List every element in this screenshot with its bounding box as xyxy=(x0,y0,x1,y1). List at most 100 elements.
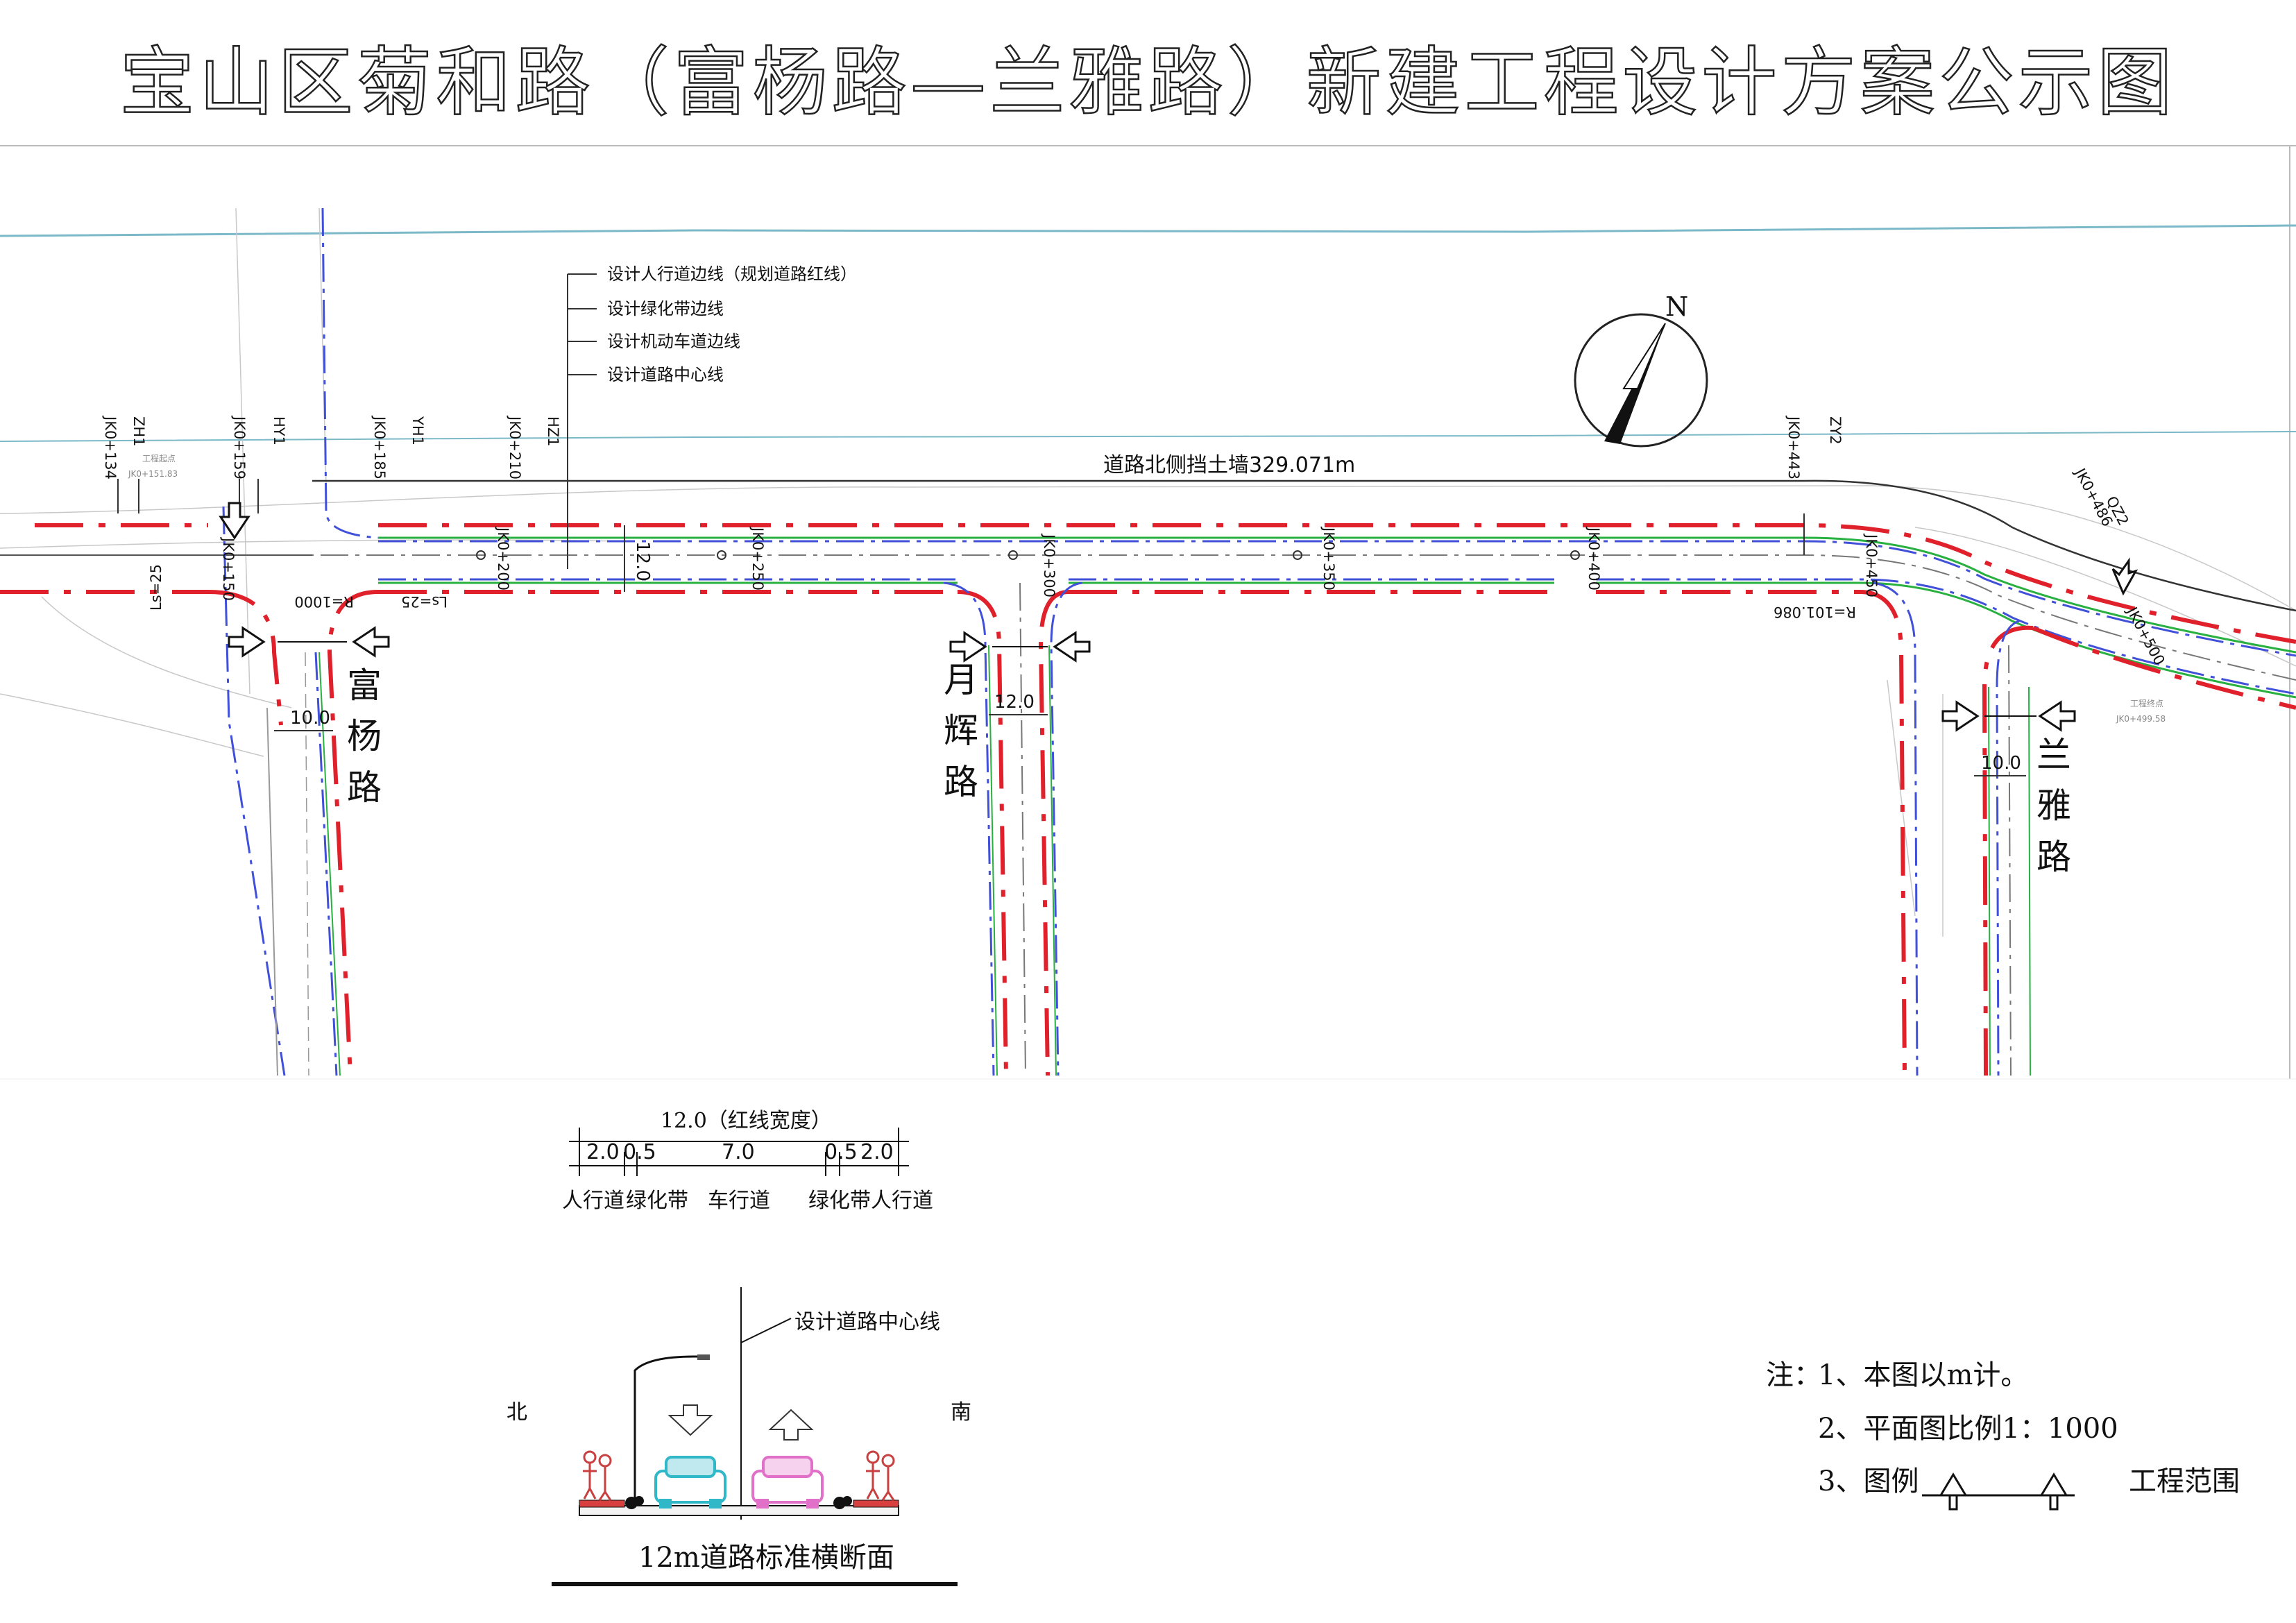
station-hy1: HY1 xyxy=(271,416,287,445)
label-end-station: JK0+499.58 xyxy=(2116,714,2166,724)
label-ls-left: Ls=25 xyxy=(148,564,164,611)
main-south-blue-line xyxy=(378,578,2296,695)
lanya-west-green-line xyxy=(1988,686,1991,1076)
yuehui-west-green-line xyxy=(988,645,998,1076)
main-road-lines xyxy=(0,479,2296,710)
legend-range-arrow xyxy=(1922,1472,2075,1511)
north-label: N xyxy=(1665,291,1688,322)
station-jk0-350: JK0+350 xyxy=(1320,526,1337,590)
notes-prefix: 注： xyxy=(1766,1359,1821,1391)
part-carriageway: 车行道 xyxy=(708,1189,770,1213)
fuyang-width: 10.0 xyxy=(290,708,330,729)
station-jk0-400: JK0+400 xyxy=(1585,526,1602,590)
lanya-west-red-line xyxy=(1859,590,1907,1076)
shrubs xyxy=(625,1496,852,1509)
yuehui-east-red-line xyxy=(1038,590,1069,1076)
legend-leaders xyxy=(567,273,597,541)
station-yh1: YH1 xyxy=(409,416,426,445)
main-road-width: 12.0 xyxy=(632,541,653,581)
station-jk0-210: JK0+210 xyxy=(507,415,523,479)
road-name-fuyang-3: 路 xyxy=(347,767,382,808)
station-jk0-250: JK0+250 xyxy=(749,526,766,590)
dim-sidewalk-left: 2.0 xyxy=(586,1140,620,1164)
north-retaining-wall xyxy=(312,479,2296,612)
yuehui-road-lines xyxy=(943,581,1083,1076)
label-r-left: R=1000 xyxy=(294,593,354,610)
station-jk0-500: JK0+500 xyxy=(2123,603,2168,668)
part-sidewalk-left: 人行道 xyxy=(562,1189,624,1213)
road-name-lanya-1: 兰 xyxy=(2036,735,2071,775)
fuyang-east-blue-line xyxy=(314,207,379,1076)
label-start-point: 工程起点 xyxy=(142,453,176,464)
label-r-right: R=101.086 xyxy=(1774,604,1856,620)
station-jk0-134: JK0+134 xyxy=(102,415,119,479)
fuyang-west-red-line xyxy=(207,590,283,726)
lanya-east-blue-line xyxy=(1996,620,2020,1076)
dim-sidewalk-right: 2.0 xyxy=(860,1140,894,1164)
road-name-yuehui-2: 辉 xyxy=(944,711,978,751)
main-north-green-line xyxy=(378,536,2296,654)
pedestrians xyxy=(583,1450,895,1501)
dim-carriageway: 7.0 xyxy=(722,1140,755,1164)
section-centerline-label: 设计道路中心线 xyxy=(794,1310,940,1334)
section-dim-labels: 2.0 0.5 7.0 0.5 2.0 xyxy=(586,1140,894,1164)
cross-section-dims xyxy=(569,1128,909,1176)
cross-section-drawing: 设计道路中心线 北 南 xyxy=(507,1287,971,1586)
fuyang-west-blue-line xyxy=(222,506,286,1076)
curve-labels: Ls=25 Ls=25 R=1000 R=101.086 工程起点 JK0+15… xyxy=(128,453,2166,724)
fuyang-road-lines xyxy=(207,207,379,1076)
note-1: 1、本图以m计。 xyxy=(1818,1359,2028,1391)
part-green-right: 绿化带 xyxy=(808,1189,871,1213)
road-name-fuyang-1: 富 xyxy=(347,665,382,706)
station-hz1: HZ1 xyxy=(545,416,561,447)
main-north-red-line xyxy=(35,523,2296,644)
lanya-west-blue-line xyxy=(1873,581,1919,1076)
main-south-green-line xyxy=(378,581,2296,699)
note-3: 3、图例 xyxy=(1818,1465,1919,1497)
station-zy2: ZY2 xyxy=(1827,416,1844,445)
river-boundary-upper xyxy=(0,224,2296,237)
survey-terrain xyxy=(0,207,2296,937)
label-end-point: 工程终点 xyxy=(2130,698,2163,708)
north-arrow: N xyxy=(1574,291,1708,448)
road-name-yuehui-1: 月 xyxy=(944,660,978,700)
main-south-red-line xyxy=(0,590,2296,710)
main-north-blue-line xyxy=(378,540,2296,657)
road-name-yuehui-3: 路 xyxy=(944,762,978,802)
page-title: 宝山区菊和路（富杨路—兰雅路）新建工程设计方案公示图 xyxy=(119,39,2177,128)
station-zh1: ZH1 xyxy=(130,416,147,447)
fuyang-east-red-line xyxy=(327,590,379,1076)
yuehui-east-blue-line xyxy=(1050,581,1083,1076)
legend-range-label: 工程范围 xyxy=(2129,1465,2240,1497)
wall-label: 道路北侧挡土墙329.071m xyxy=(1103,453,1355,477)
dim-green-right: 0.5 xyxy=(824,1140,858,1164)
car-right xyxy=(751,1456,824,1509)
section-part-labels: 人行道 绿化带 车行道 绿化带 人行道 xyxy=(562,1189,933,1213)
section-north: 北 xyxy=(507,1400,527,1425)
project-range-arrows xyxy=(219,502,2138,732)
station-jk0-159: JK0+159 xyxy=(231,415,248,479)
label-start-station: JK0+151.83 xyxy=(128,469,178,479)
station-jk0-185: JK0+185 xyxy=(371,415,388,479)
label-ls-mid: Ls=25 xyxy=(401,593,448,610)
part-green-left: 绿化带 xyxy=(626,1189,688,1213)
lanya-width: 10.0 xyxy=(1981,753,2021,774)
main-centerline xyxy=(0,554,2296,681)
road-name-lanya-3: 路 xyxy=(2036,837,2071,877)
station-jk0-200: JK0+200 xyxy=(495,526,511,590)
top-station-labels: JK0+134 ZH1 JK0+159 HY1 JK0+185 YH1 JK0+… xyxy=(102,415,1844,479)
station-jk0-450: JK0+450 xyxy=(1863,533,1880,597)
station-jk0-443: JK0+443 xyxy=(1785,415,1802,479)
car-left xyxy=(654,1456,726,1509)
part-sidewalk-right: 人行道 xyxy=(871,1189,933,1213)
station-jk0-150: JK0+150 xyxy=(220,536,237,601)
section-total-width: 12.0（红线宽度） xyxy=(661,1109,832,1133)
river-boundary-lower xyxy=(0,431,2296,442)
station-jk0-300: JK0+300 xyxy=(1041,533,1057,597)
lanya-road-lines xyxy=(1859,581,2034,1076)
dim-green-left: 0.5 xyxy=(623,1140,656,1164)
station-markers xyxy=(117,479,1805,569)
legend-green-line: 设计绿化带边线 xyxy=(607,299,724,318)
legend-blue-line: 设计机动车道边线 xyxy=(607,332,740,351)
